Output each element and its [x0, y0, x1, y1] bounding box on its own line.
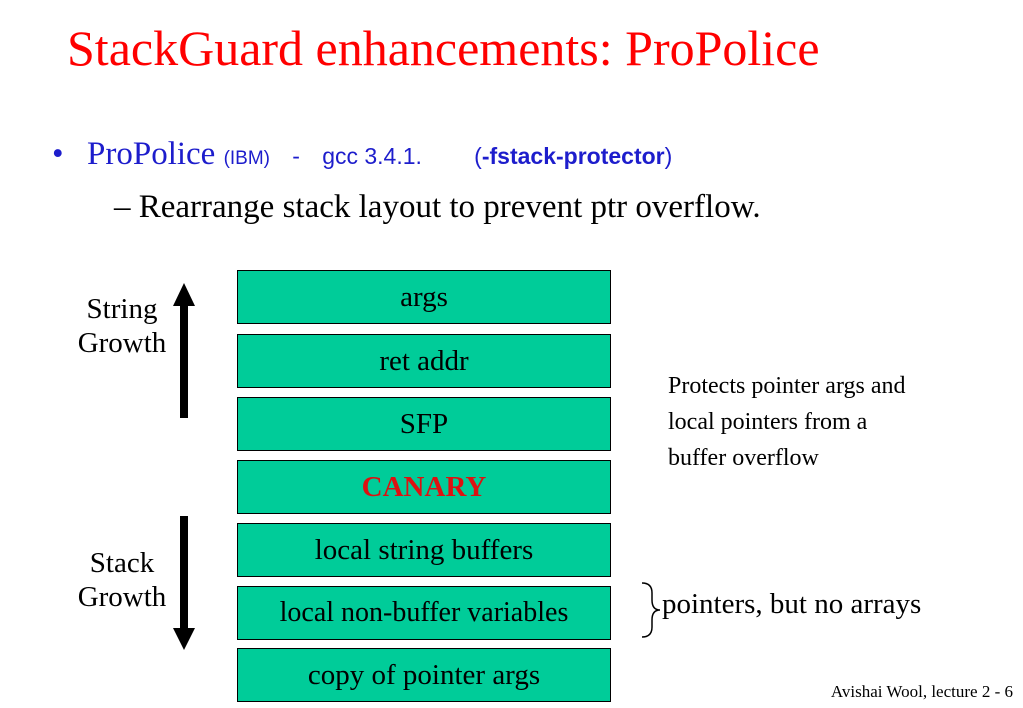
- protects-note-line3: buffer overflow: [668, 445, 819, 471]
- bullet-flag-close: ): [664, 143, 673, 169]
- label-string-growth-line1: String: [86, 293, 158, 325]
- stack-box-copy-of-pointer-args: copy of pointer args: [237, 648, 611, 702]
- brace-icon: [641, 582, 661, 638]
- stack-box-sfp: SFP: [237, 397, 611, 451]
- bullet-org: (IBM): [223, 148, 271, 169]
- protects-note-line2: local pointers from a: [668, 409, 868, 435]
- stack-box-args: args: [237, 270, 611, 324]
- stack-box-local-non-buffer-variables: local non-buffer variables: [237, 586, 611, 640]
- bullet-flag: -fstack-protector: [481, 143, 665, 169]
- slide-footer: Avishai Wool, lecture 2 - 6: [830, 682, 1013, 701]
- bullet-dot: •: [52, 136, 64, 172]
- label-stack-growth-line2: Growth: [77, 581, 167, 613]
- sub-bullet-rearrange: – Rearrange stack layout to prevent ptr …: [114, 189, 761, 225]
- bullet-separator: -: [292, 143, 300, 169]
- label-string-growth-line2: Growth: [77, 327, 167, 359]
- slide-title: StackGuard enhancements: ProPolice: [67, 20, 820, 76]
- stack-box-ret-addr: ret addr: [237, 334, 611, 388]
- stack-box-canary: CANARY: [237, 460, 611, 514]
- label-stack-growth: Stack Growth: [66, 546, 178, 614]
- bullet-gcc-version: gcc 3.4.1.: [322, 143, 422, 169]
- bullet-name: ProPolice: [87, 136, 216, 172]
- protects-note-line1: Protects pointer args and: [668, 373, 906, 399]
- stack-box-local-string-buffers: local string buffers: [237, 523, 611, 577]
- protects-note: Protects pointer args and local pointers…: [668, 368, 906, 476]
- label-stack-growth-line1: Stack: [89, 547, 155, 579]
- label-string-growth: String Growth: [66, 292, 178, 360]
- brace-note: pointers, but no arrays: [662, 588, 922, 620]
- bullet-flag-open: (: [474, 143, 482, 169]
- bullet-propolice: • ProPolice (IBM) - gcc 3.4.1. (-fstack-p…: [52, 134, 672, 179]
